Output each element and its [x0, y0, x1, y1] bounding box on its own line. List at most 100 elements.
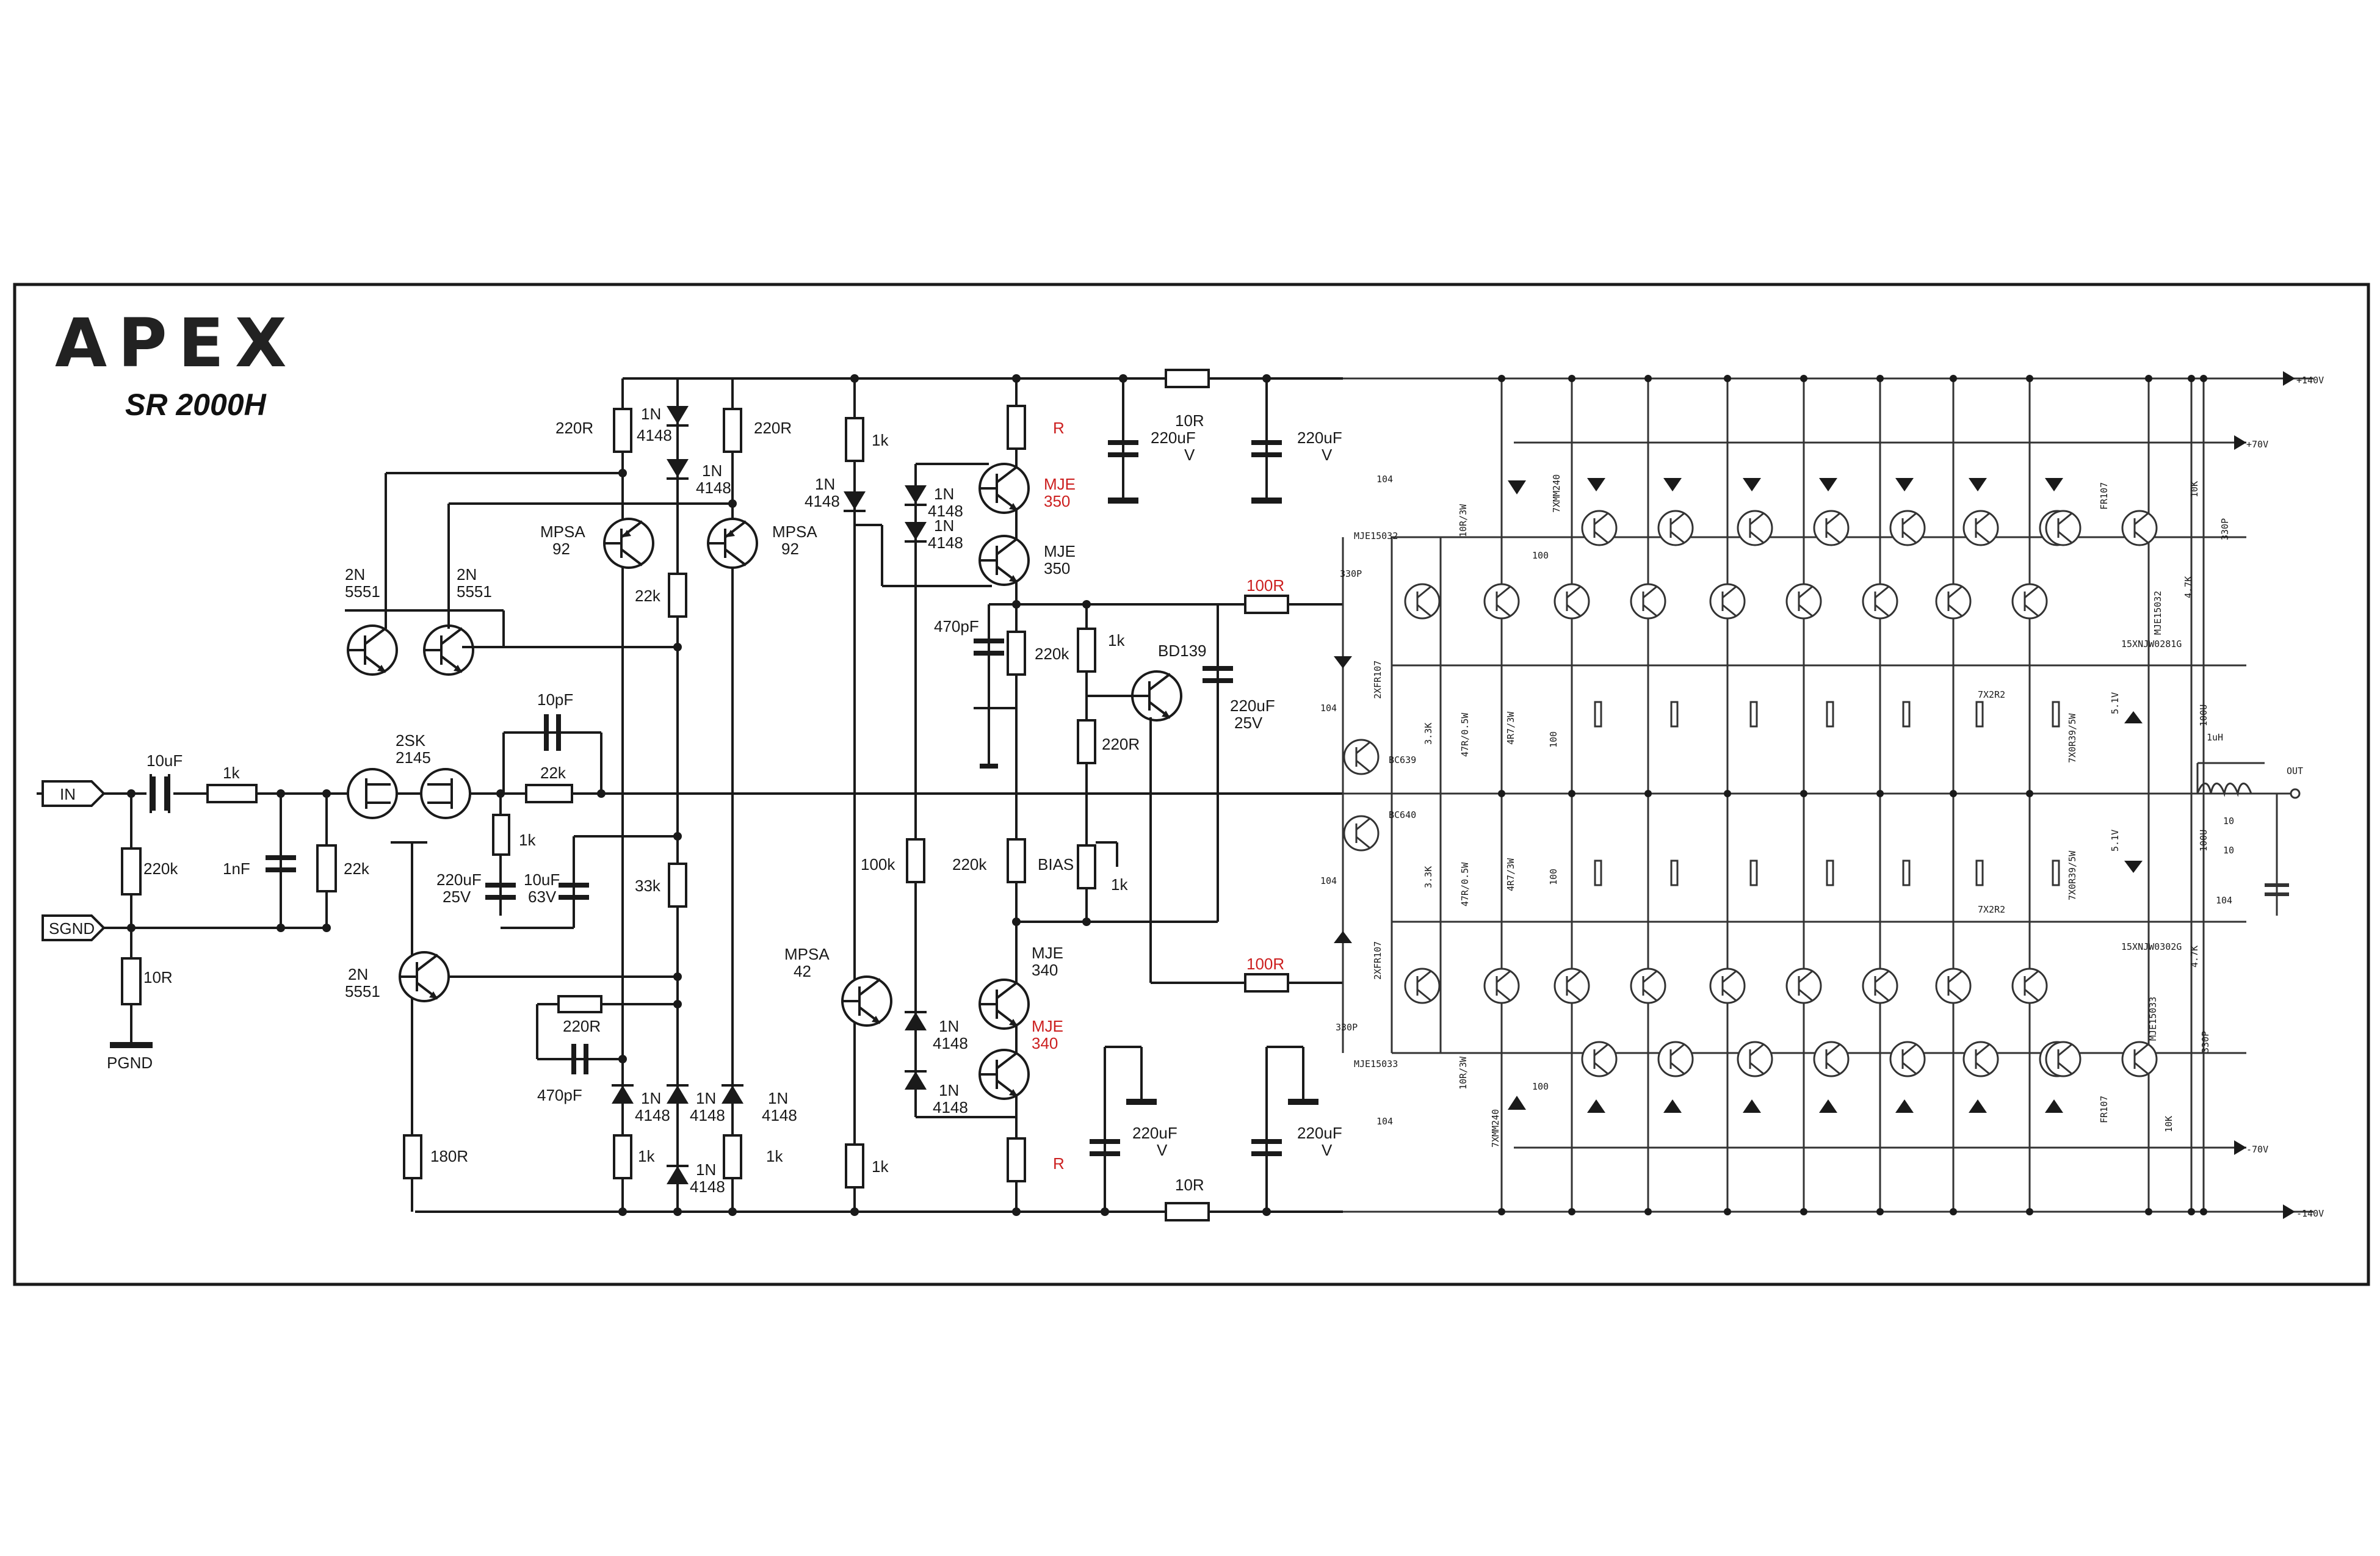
transistor-mje350-top [978, 463, 1030, 514]
pnp-rail-transistor [1657, 1041, 1694, 1077]
rail-junction [2200, 1208, 2207, 1215]
emitter-resistor [1670, 701, 1679, 728]
rail-junction [1498, 375, 1505, 382]
r10r3w-bot-label: 10R/3W [1458, 1056, 1469, 1090]
driver-bot-d2-a: 1N [939, 1081, 959, 1099]
zener-top [1508, 480, 1526, 494]
input-resistor [206, 784, 258, 803]
vas-bot-diode-mid2-b: 4148 [690, 1178, 725, 1196]
vas-bot-diode-left-b: 4148 [635, 1106, 670, 1124]
mpsa92-left-a: MPSA [540, 523, 585, 541]
transistor-2n5551-left [347, 624, 398, 676]
emitter-resistor [1902, 859, 1911, 886]
r100-c-label: 100 [1548, 731, 1559, 748]
rail-label-pos-high: +140V [2283, 371, 2324, 386]
schematic-frame [13, 283, 2370, 1286]
output-stage [1343, 377, 2313, 1213]
npn-output-transistor [1785, 583, 1822, 620]
out-label: OUT [2287, 765, 2303, 776]
r100-d-label: 100 [1548, 869, 1559, 885]
rail-cap-4-v: V [1322, 1141, 1333, 1159]
driver-bot-r-label: R [1053, 1154, 1065, 1173]
rail-label-neg-high: -140V [2283, 1204, 2324, 1219]
rail-junction [1876, 1208, 1884, 1215]
cs-bottom-label-a: 2N [348, 965, 368, 983]
emitter-resistor [1826, 701, 1834, 728]
r33k-bot-label: 3.3K [1423, 866, 1434, 888]
zener-5v1-bot [2124, 861, 2143, 873]
rail-junction [2026, 375, 2033, 382]
bd139-label: BD139 [1158, 642, 1207, 660]
r47r-bot-label: 47R/0.5W [1459, 862, 1470, 906]
transistor-2n5551-bottom [399, 951, 450, 1002]
fr107-top-label: FR107 [2099, 482, 2110, 510]
bias-resistor [121, 847, 142, 896]
vas-top-diode-2-a: 1N [702, 461, 722, 480]
vas-bot-diode-left-a: 1N [641, 1089, 661, 1107]
mpsa42-a: MPSA [784, 945, 830, 963]
cs-bottom-label-b: 5551 [345, 982, 380, 1001]
vas-bot-diode-left [612, 1085, 634, 1104]
c330p-top-label: 330P [1340, 568, 1362, 579]
vas-bot-res-left-label: 1k [638, 1147, 655, 1165]
bias-potentiometer[interactable] [1077, 844, 1096, 889]
rail-cap-2-label: 220uF [1297, 429, 1342, 447]
bias-res-220r-label: 220R [1102, 735, 1140, 753]
transistor-mje340-top [978, 979, 1030, 1030]
svg-text:+140V: +140V [2296, 375, 2324, 386]
cs-top-left-label-a: 2N [345, 565, 365, 584]
zener-bot [1508, 1096, 1526, 1110]
rail-junction [1644, 375, 1652, 382]
vas-bot-diode-mid-b: 4148 [690, 1106, 725, 1124]
vas-top-diode-2-b: 4148 [696, 479, 731, 497]
npn-output-transistor [1709, 583, 1746, 620]
col-res-bot [845, 1143, 864, 1189]
output-terminal[interactable] [2290, 788, 2301, 799]
rail-diode [1663, 1099, 1682, 1113]
emitter-resistor [1975, 859, 1984, 886]
mje340-top-a: MJE [1032, 944, 1063, 962]
jfet-part-label: 2145 [396, 748, 431, 767]
driver-top-d2-b: 4148 [928, 534, 963, 552]
driver-top-r-label: R [1053, 419, 1065, 437]
input-res-label: 1k [223, 764, 240, 782]
npn-output-transistor [1935, 583, 1972, 620]
transistor-mje15032-left [1404, 583, 1441, 620]
zobel-r1-label: 10 [2223, 816, 2234, 827]
ground-lift-label: 10R [143, 968, 173, 986]
fb-cap-b-label1: 10uF [524, 870, 560, 889]
rail-junction [2188, 375, 2195, 382]
bias-pot-val-label: 1k [1111, 875, 1128, 894]
vas-mid-res [668, 573, 687, 618]
out-res-bot-label: 100R [1246, 955, 1284, 973]
bc639-label: BC639 [1389, 754, 1416, 765]
vas-bot-diode-mid [667, 1085, 689, 1104]
npn-output-transistor [1862, 583, 1898, 620]
input-port[interactable]: IN [42, 780, 106, 807]
r4r7-top-label: 4R7/3W [1505, 711, 1516, 745]
col-diode-a: 1N [815, 475, 835, 493]
vas-bot-diode-right [722, 1085, 743, 1104]
transistor-bc639 [1343, 739, 1380, 775]
rail-cap-2-v: V [1322, 446, 1333, 464]
inductor-label: 1uH [2207, 732, 2223, 743]
c100u-top-label: 100U [2198, 704, 2209, 726]
zobel-c-label: 104 [2216, 895, 2232, 906]
rail-cap-3-label: 220uF [1132, 1124, 1177, 1142]
bias-cap-label-2: 25V [1234, 714, 1263, 732]
output-junction [1498, 790, 1505, 797]
sgnd-port[interactable]: SGND [42, 914, 106, 941]
comp-cap-label: 470pF [934, 617, 979, 635]
mje340-bot-a: MJE [1032, 1017, 1063, 1035]
rail-cap-3-v: V [1157, 1141, 1168, 1159]
fb-shunt-resistor [492, 814, 510, 856]
bias-res-220r [1077, 719, 1096, 764]
npn-rail-transistor [1581, 510, 1618, 546]
d2xfr107-bot-label: 2XFR107 [1372, 941, 1383, 980]
fr107-bot-label: FR107 [2099, 1096, 2110, 1123]
npn-output-transistor [1554, 583, 1590, 620]
mje15032-left-label: MJE15032 [1354, 530, 1398, 541]
driver-bot-diode-2 [905, 1071, 927, 1090]
fr107-diode [1334, 931, 1352, 943]
